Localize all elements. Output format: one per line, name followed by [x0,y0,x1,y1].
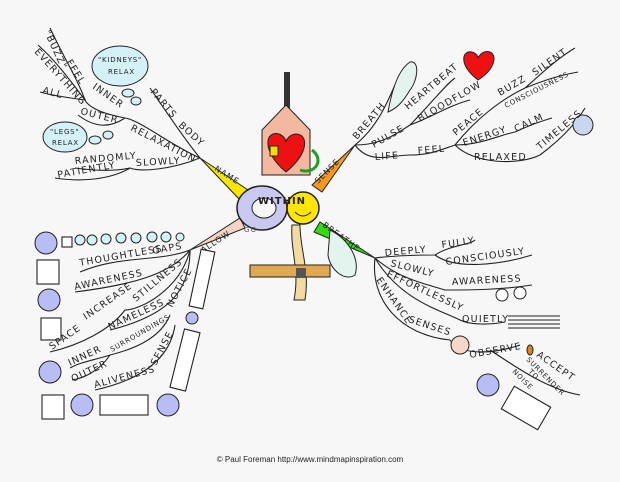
center-title-within: WITHIN [258,196,306,207]
copyright-footer: © Paul Foreman http://www.mindmapinspira… [216,455,404,464]
cloud-legs-text: RELAX [52,139,79,147]
word: PARTS [148,87,179,121]
word: GAPS [152,241,184,257]
cloud-legs-title: "LEGS" [50,128,79,136]
word: RANDOMLY [74,151,137,167]
seed-icon [526,344,534,356]
chimney [284,72,290,110]
word: SENSE [149,329,176,367]
word: FULLY [441,235,476,251]
central-image: WITHIN GO [236,72,331,301]
word: DEEPLY [384,244,427,259]
cloud-breathe-icon [327,229,357,278]
cloud-breath-icon [387,61,418,113]
cloud-kidneys [91,45,149,87]
eye-icon [513,286,527,300]
word: AWARENESS [452,273,522,288]
cloud-kidneys-title: "KIDNEYS" [98,56,142,64]
branch-name-wedge [199,157,249,201]
cloud-kidneys-text: RELAX [108,68,135,76]
heart-icon [267,133,305,173]
fence-icon [249,264,331,278]
branch-sense-wedge [311,144,356,193]
word: LIFE [374,150,399,163]
path-icon [291,224,307,301]
smiley-face-icon [286,191,320,225]
eye-icon [495,288,509,302]
word: SLOWLY [136,156,181,169]
observe-eye-icon [450,335,470,355]
word: CALM [513,111,546,134]
heart-beat-icon [463,51,495,81]
word: RELAXED [474,152,527,163]
branch-allow-wedge [189,217,246,251]
decorations: "KIDNEYS" RELAX "LEGS" RELAX [34,45,594,431]
word: SENSES [407,314,453,338]
word: THOUGHTLESS [78,243,164,269]
quiet-lines-icon [508,315,560,329]
word: OUTER [79,106,119,126]
center-title-go: GO [244,226,257,234]
cloud-legs [42,121,88,153]
clock-icon [572,114,594,136]
word: ALL [41,85,64,101]
word: PULSE [370,123,407,151]
word: QUIETLY [462,314,509,325]
branch-allow-words: THOUGHTLESS GAPS AWARENESS INCREASE STIL… [47,241,194,391]
word: FEEL [417,144,445,157]
word: BODY [176,120,207,149]
word: OBSERVE [469,341,523,361]
word: CONSCIOUSLY [445,246,526,268]
